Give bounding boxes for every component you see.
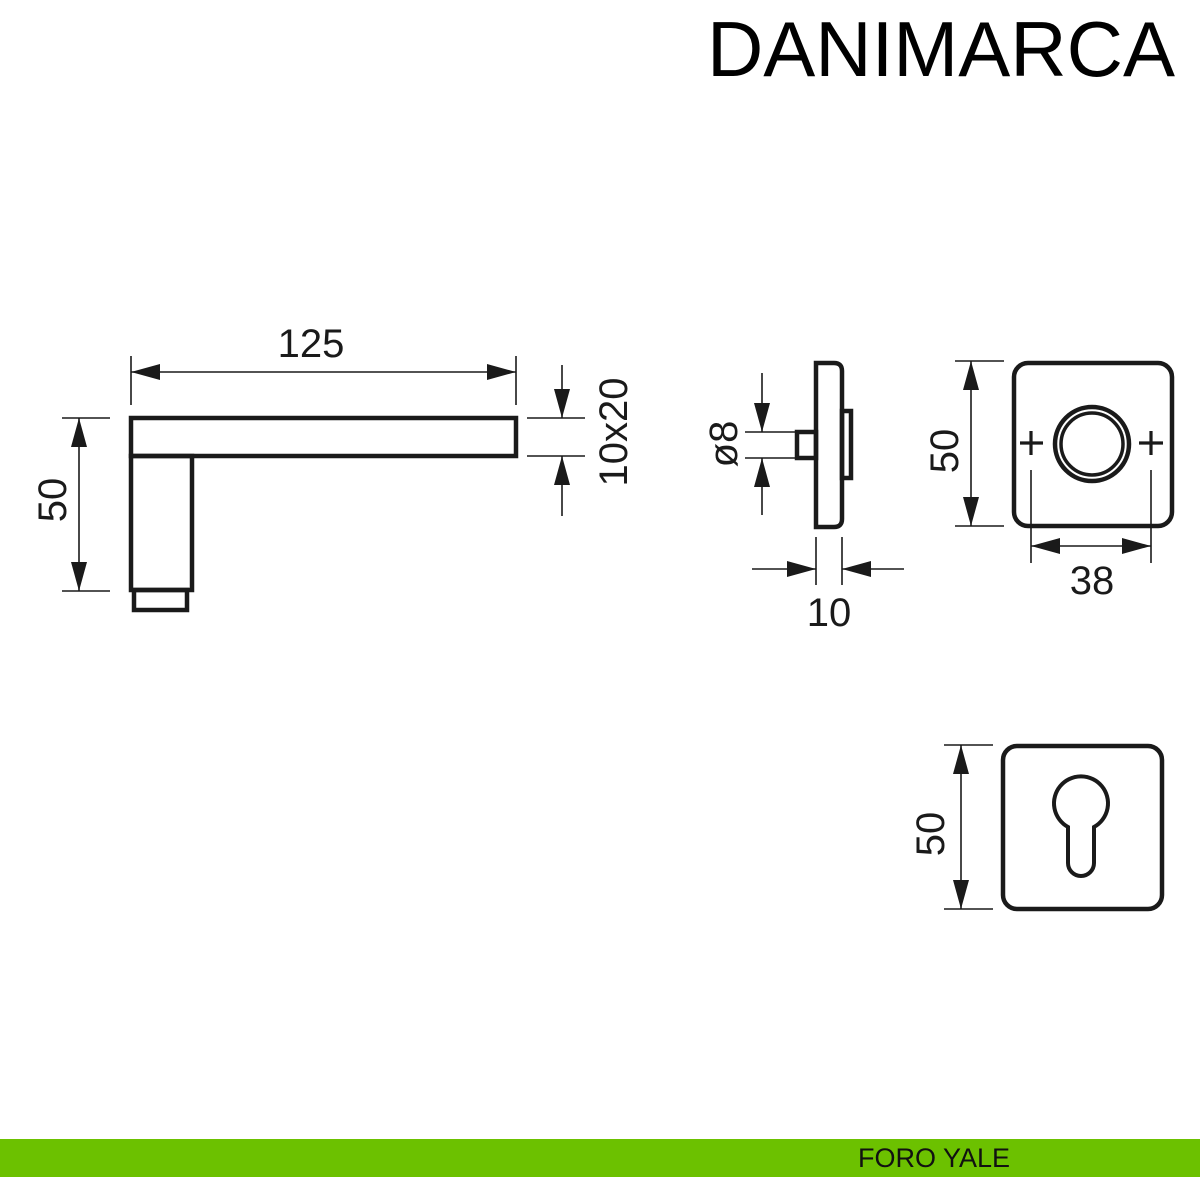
- rosette-outer-ring: [1052, 404, 1132, 484]
- handle-collar: [131, 587, 190, 613]
- screw-mark-right: [1139, 431, 1163, 455]
- arrowhead: [131, 364, 160, 380]
- arrowhead: [754, 403, 770, 432]
- length-dimension: 125: [130, 322, 517, 405]
- section-dimension: 10x20: [527, 365, 636, 516]
- rosette-plate: [1011, 360, 1175, 529]
- screw-spacing-label: 38: [1070, 559, 1115, 603]
- arrowhead: [554, 389, 570, 418]
- spindle: [794, 429, 819, 461]
- rosette-side-boss: [839, 408, 854, 481]
- product-title: DANIMARCA: [706, 5, 1175, 93]
- escutcheon-view: 50: [909, 743, 1165, 912]
- escutcheon-plate: [1000, 743, 1165, 912]
- arrowhead: [71, 562, 87, 591]
- handle-shape: [128, 415, 519, 613]
- side-view: ø8 10: [702, 360, 904, 635]
- rosette-inner-ring: [1059, 411, 1125, 477]
- arrowhead: [754, 458, 770, 487]
- footer-label: FORO YALE: [858, 1143, 1011, 1173]
- spindle-diameter-dimension: ø8: [702, 373, 795, 515]
- arrowhead: [953, 880, 969, 909]
- arrowhead: [963, 497, 979, 526]
- arrowhead: [1031, 538, 1060, 554]
- handle-neck: [128, 453, 195, 593]
- thickness-label: 10: [807, 591, 852, 635]
- thickness-dimension: 10: [752, 537, 904, 635]
- arrowhead: [487, 364, 516, 380]
- arrowhead: [963, 361, 979, 390]
- footer-bar: [0, 1139, 1200, 1177]
- arrowhead: [953, 745, 969, 774]
- length-label: 125: [278, 322, 345, 366]
- handle-view: 125 50 10x20: [31, 322, 636, 613]
- rosette-height-dimension: 50: [923, 360, 1004, 527]
- arrowhead: [554, 456, 570, 485]
- spindle-diameter-label: ø8: [702, 421, 746, 468]
- arrowhead: [71, 418, 87, 447]
- rosette-height-label: 50: [923, 429, 967, 474]
- arrowhead: [842, 561, 871, 577]
- section-label: 10x20: [592, 378, 636, 487]
- screw-spacing-dimension: 38: [1030, 470, 1152, 603]
- screw-mark-left: [1020, 431, 1043, 455]
- arrowhead: [787, 561, 816, 577]
- escutcheon-height-label: 50: [909, 812, 953, 857]
- escutcheon-height-dimension: 50: [909, 744, 993, 910]
- rosette-side-profile: [813, 360, 845, 530]
- rosette-view: 50 38: [923, 360, 1175, 603]
- height-label: 50: [31, 478, 75, 523]
- keyhole-icon: [1052, 774, 1110, 878]
- arrowhead: [1122, 538, 1151, 554]
- handle-lever: [128, 415, 519, 459]
- height-dimension: 50: [31, 417, 110, 592]
